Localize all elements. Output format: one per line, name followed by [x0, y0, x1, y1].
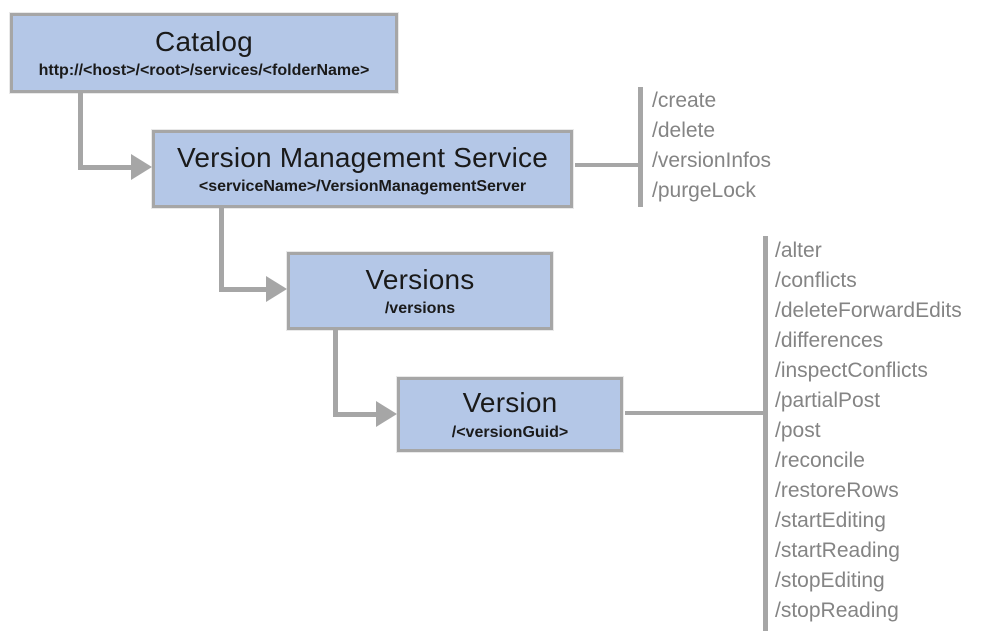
- operation-item: /create: [652, 89, 717, 112]
- connector-vms-versions-horizontal: [219, 287, 267, 292]
- operation-item: /reconcile: [775, 449, 865, 472]
- node-catalog: Catalog http://<host>/<root>/services/<f…: [10, 13, 398, 93]
- node-versions-title: Versions: [365, 263, 475, 295]
- connector-catalog-vms-horizontal: [78, 165, 132, 170]
- operation-item: /conflicts: [775, 269, 857, 292]
- operation-item: /restoreRows: [775, 479, 899, 502]
- operation-item: /differences: [775, 329, 884, 352]
- connector-catalog-vms-vertical: [78, 93, 83, 170]
- operation-item: /stopReading: [775, 599, 899, 622]
- operation-item: /versionInfos: [652, 149, 772, 172]
- node-version-url: /<versionGuid>: [451, 423, 569, 441]
- operation-item: /partialPost: [775, 389, 881, 412]
- operation-item: /startEditing: [775, 509, 886, 532]
- node-versions-url: /versions: [384, 300, 456, 317]
- node-version-management-service: Version Management Service <serviceName>…: [152, 130, 573, 208]
- connector-versions-version-horizontal: [333, 412, 377, 417]
- operation-item: /stopEditing: [775, 569, 885, 592]
- operation-item: /startReading: [775, 539, 900, 562]
- vms-operations-list: /create/delete/versionInfos/purgeLock: [652, 86, 771, 206]
- arrowhead-versions-version: [376, 401, 397, 427]
- node-catalog-title: Catalog: [155, 25, 253, 57]
- connector-version-operations: [625, 411, 764, 415]
- operation-item: /purgeLock: [652, 179, 756, 202]
- operation-item: /post: [775, 419, 821, 442]
- bracket-version-operations: [763, 236, 768, 631]
- connector-vms-versions-vertical: [219, 208, 224, 292]
- arrowhead-catalog-vms: [131, 154, 152, 180]
- node-vms-title: Version Management Service: [177, 141, 548, 173]
- operation-item: /alter: [775, 239, 822, 262]
- node-versions: Versions /versions: [287, 252, 553, 330]
- operation-item: /inspectConflicts: [775, 359, 928, 382]
- node-version-title: Version: [462, 387, 558, 419]
- connector-versions-version-vertical: [333, 330, 338, 417]
- operation-item: /deleteForwardEdits: [775, 299, 962, 322]
- version-operations-list: /alter/conflicts/deleteForwardEdits/diff…: [775, 236, 962, 626]
- arrowhead-vms-versions: [266, 276, 287, 302]
- operation-item: /delete: [652, 119, 716, 142]
- bracket-vms-operations: [638, 87, 643, 207]
- node-vms-url: <serviceName>/VersionManagementServer: [198, 178, 527, 195]
- node-version: Version /<versionGuid>: [397, 377, 623, 452]
- connector-vms-operations: [575, 163, 639, 167]
- node-catalog-url: http://<host>/<root>/services/<folderNam…: [38, 62, 370, 79]
